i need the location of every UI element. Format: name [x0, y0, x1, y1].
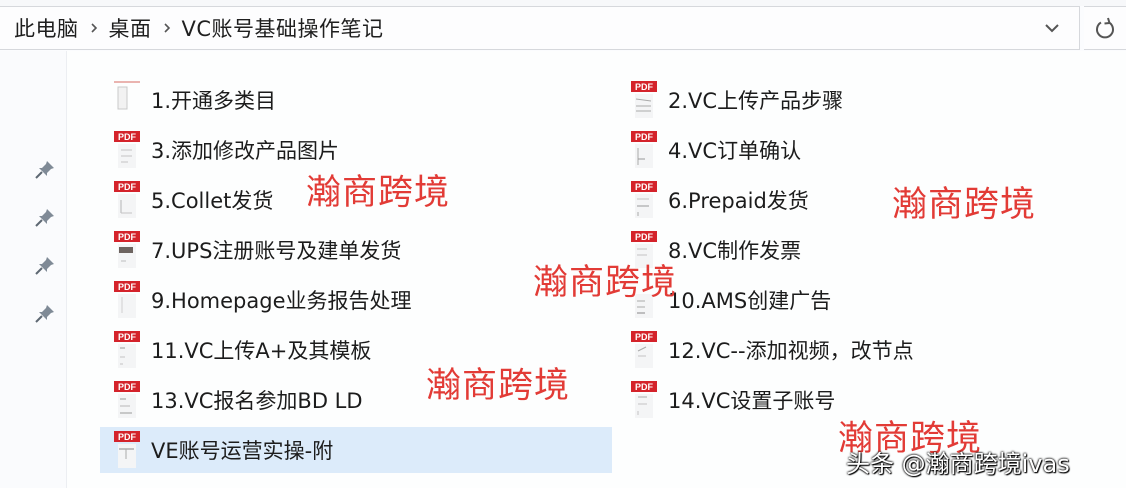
refresh-button[interactable] — [1084, 6, 1126, 50]
breadcrumb-desktop[interactable]: 桌面 — [108, 17, 152, 41]
file-name: 8.VC制作发票 — [668, 239, 802, 263]
svg-text:PDF: PDF — [635, 232, 654, 242]
file-item[interactable]: PDF 2.VC上传产品步骤 — [617, 77, 1117, 123]
pin-icon[interactable] — [34, 207, 56, 229]
svg-text:PDF: PDF — [635, 182, 654, 192]
file-item[interactable]: PDF 11.VC上传A+及其模板 — [100, 327, 612, 373]
pdf-icon: PDF — [114, 431, 140, 468]
pin-icon[interactable] — [34, 159, 56, 181]
pdf-icon: PDF — [631, 331, 657, 368]
svg-text:PDF: PDF — [118, 382, 137, 392]
pin-icon[interactable] — [34, 255, 56, 277]
svg-text:PDF: PDF — [118, 432, 137, 442]
file-item[interactable]: PDF 3.添加修改产品图片 — [100, 127, 612, 173]
document-icon — [114, 81, 140, 110]
pdf-icon: PDF — [631, 131, 657, 168]
chevron-down-icon[interactable] — [1035, 7, 1069, 49]
file-item[interactable]: PDF 4.VC订单确认 — [617, 127, 1117, 173]
file-name: 5.Collet发货 — [151, 189, 274, 213]
pdf-icon: PDF — [114, 131, 140, 168]
file-name: VE账号运营实操-附 — [151, 439, 334, 463]
file-name: 10.AMS创建广告 — [668, 289, 832, 313]
pdf-icon: PDF — [114, 331, 140, 368]
pdf-icon: PDF — [631, 181, 657, 218]
file-name: 1.开通多类目 — [151, 89, 277, 113]
file-name: 11.VC上传A+及其模板 — [151, 339, 372, 363]
navigation-pane — [0, 51, 67, 488]
breadcrumb-this-pc[interactable]: 此电脑 — [14, 17, 79, 41]
file-name: 12.VC--添加视频，改节点 — [668, 339, 914, 363]
pin-icon[interactable] — [34, 303, 56, 325]
pdf-icon: PDF — [631, 81, 657, 118]
file-item[interactable]: 1.开通多类目 — [100, 77, 612, 123]
svg-text:PDF: PDF — [635, 382, 654, 392]
svg-text:PDF: PDF — [118, 182, 137, 192]
file-item[interactable]: PDF 9.Homepage业务报告处理 — [100, 277, 612, 323]
chevron-right-icon[interactable] — [79, 6, 109, 50]
file-name: 7.UPS注册账号及建单发货 — [151, 239, 402, 263]
file-item-selected[interactable]: PDF VE账号运营实操-附 — [100, 427, 612, 473]
file-item[interactable]: PDF 13.VC报名参加BD LD — [100, 377, 612, 423]
svg-text:PDF: PDF — [118, 132, 137, 142]
file-item[interactable]: PDF 12.VC--添加视频，改节点 — [617, 327, 1117, 373]
chevron-right-icon[interactable] — [152, 6, 182, 50]
file-name: 6.Prepaid发货 — [668, 189, 809, 213]
pdf-icon: PDF — [114, 181, 140, 218]
file-item[interactable]: 10.AMS创建广告 — [617, 277, 1117, 323]
file-name: 4.VC订单确认 — [668, 139, 802, 163]
pdf-icon — [635, 294, 653, 318]
pdf-icon: PDF — [114, 381, 140, 418]
svg-text:PDF: PDF — [118, 232, 137, 242]
file-name: 13.VC报名参加BD LD — [151, 389, 363, 413]
svg-text:PDF: PDF — [118, 332, 137, 342]
svg-text:PDF: PDF — [118, 282, 137, 292]
source-credit: 头条 @瀚商跨境ivas — [846, 450, 1070, 478]
svg-text:PDF: PDF — [635, 82, 654, 92]
breadcrumb-current-folder[interactable]: VC账号基础操作笔记 — [181, 17, 384, 41]
file-list: 1.开通多类目 PDF 3.添加修改产品图片 PDF 5.Collet发货 PD… — [67, 51, 1126, 488]
pdf-icon: PDF — [114, 281, 140, 318]
file-name: 3.添加修改产品图片 — [151, 139, 340, 163]
pdf-icon: PDF — [114, 231, 140, 268]
file-item[interactable]: PDF 8.VC制作发票 — [617, 227, 1117, 273]
file-name: 2.VC上传产品步骤 — [668, 89, 844, 113]
pdf-icon: PDF — [631, 231, 657, 268]
file-item[interactable]: PDF 14.VC设置子账号 — [617, 377, 1117, 423]
file-item[interactable]: PDF 7.UPS注册账号及建单发货 — [100, 227, 612, 273]
svg-text:PDF: PDF — [635, 332, 654, 342]
file-item[interactable]: PDF 6.Prepaid发货 — [617, 177, 1117, 223]
file-name: 9.Homepage业务报告处理 — [151, 289, 412, 313]
pdf-icon: PDF — [631, 381, 657, 418]
refresh-icon — [1096, 17, 1114, 39]
file-name: 14.VC设置子账号 — [668, 389, 836, 413]
file-item[interactable]: PDF 5.Collet发货 — [100, 177, 612, 223]
svg-text:PDF: PDF — [635, 132, 654, 142]
address-bar[interactable]: 此电脑 桌面 VC账号基础操作笔记 — [0, 6, 1080, 50]
window-top-edge — [0, 0, 1126, 6]
